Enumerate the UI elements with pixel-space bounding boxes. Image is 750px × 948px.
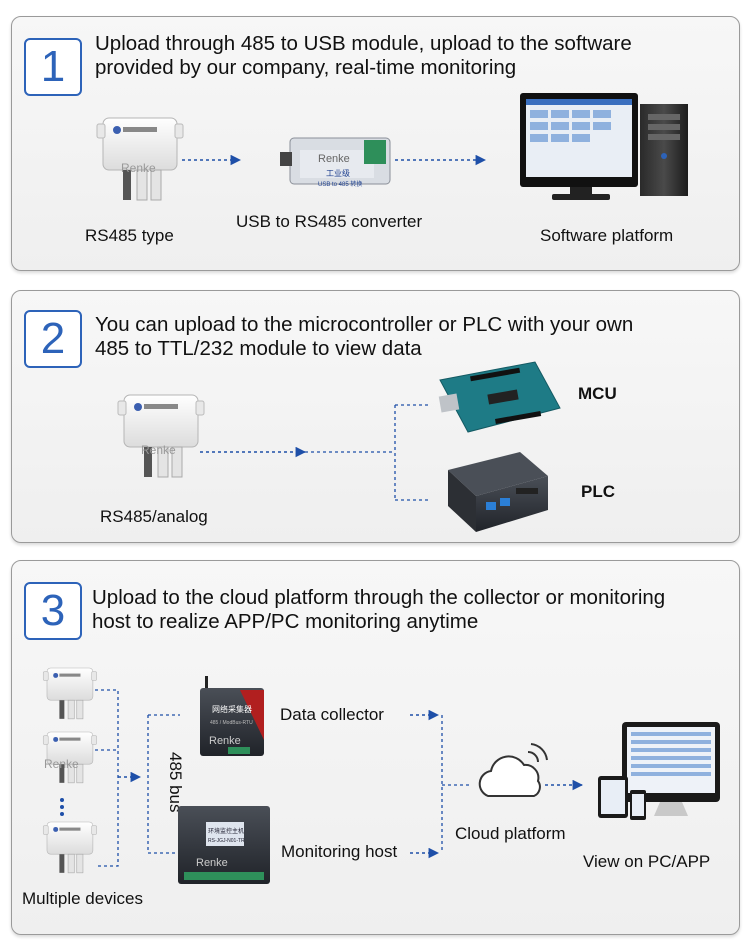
panel1-heading: Upload through 485 to USB module, upload… <box>95 32 632 79</box>
label-cloud-platform: Cloud platform <box>455 824 566 843</box>
sensor-watermark: Renke <box>121 161 156 175</box>
svg-text:Renke: Renke <box>141 443 176 457</box>
svg-text:485 / ModBus-RTU: 485 / ModBus-RTU <box>210 720 253 726</box>
usb-converter-image: Renke 工业级 USB to 485 转换 <box>280 137 391 188</box>
desktop-computer-image <box>520 93 688 200</box>
panel2-heading: You can upload to the microcontroller or… <box>95 313 634 360</box>
label-view-pc-app: View on PC/APP <box>583 852 711 871</box>
monitoring-host-image: 环境监控主机 RS-JGJ-N01-TR Renke <box>178 806 270 884</box>
cloud-icon <box>478 743 548 797</box>
mcu-board-image <box>438 361 561 433</box>
step-number-2: 2 <box>24 310 82 368</box>
sensor-device-c <box>42 821 97 874</box>
svg-text:工业级: 工业级 <box>326 168 350 178</box>
ellipsis-dots <box>60 798 64 816</box>
panel-cloud <box>11 560 740 935</box>
svg-text:Renke: Renke <box>318 153 350 165</box>
merge-bracket <box>441 715 470 853</box>
label-rs485-type: RS485 type <box>85 226 174 245</box>
label-usb-converter: USB to RS485 converter <box>236 212 423 231</box>
step-number-3: 3 <box>24 582 82 640</box>
svg-text:USB to 485 转换: USB to 485 转换 <box>318 180 362 188</box>
plc-image <box>448 452 548 532</box>
label-multiple-devices: Multiple devices <box>22 889 143 908</box>
label-data-collector: Data collector <box>280 705 384 724</box>
rs485-sensor-1: Renke <box>96 117 184 201</box>
svg-text:Renke: Renke <box>44 757 79 771</box>
data-collector-image: 网络采集器 485 / ModBus-RTU Renke <box>200 676 264 756</box>
sensor-device-b: Renke <box>42 731 97 784</box>
svg-text:Renke: Renke <box>196 857 228 869</box>
svg-text:Renke: Renke <box>209 735 241 747</box>
panel3-heading: Upload to the cloud platform through the… <box>92 586 666 633</box>
svg-text:RS-JGJ-N01-TR: RS-JGJ-N01-TR <box>208 838 245 844</box>
pc-app-devices-image <box>598 722 720 820</box>
sensor-device-a <box>42 667 97 720</box>
label-monitoring-host: Monitoring host <box>281 842 398 861</box>
bus-branch <box>147 714 180 854</box>
label-rs485-analog: RS485/analog <box>100 507 208 526</box>
label-plc: PLC <box>581 482 615 501</box>
label-mcu: MCU <box>578 384 617 403</box>
step-number-1: 1 <box>24 38 82 96</box>
branch-connector <box>305 404 430 501</box>
rs485-sensor-2: Renke <box>117 394 205 478</box>
label-software-platform: Software platform <box>540 226 674 245</box>
svg-text:网络采集器: 网络采集器 <box>212 704 252 714</box>
devices-bus-bracket <box>95 689 119 867</box>
svg-text:环境监控主机: 环境监控主机 <box>208 827 244 835</box>
